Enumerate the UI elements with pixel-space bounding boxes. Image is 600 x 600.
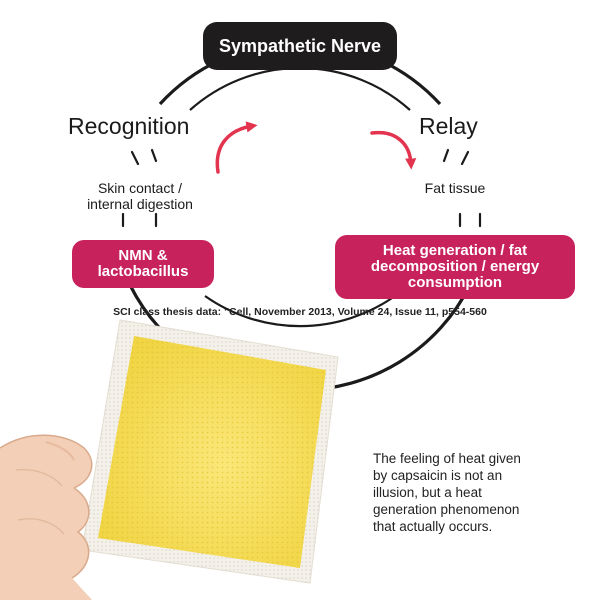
nmn-lactobacillus-node: NMN & lactobacillus [72, 240, 214, 288]
right-ticks [442, 148, 482, 228]
note-line: that actually occurs. [373, 519, 493, 534]
yellow-patch-image [81, 319, 339, 584]
note-line: The feeling of heat given [373, 451, 521, 466]
left-caption: Skin contact / internal digestion [65, 180, 215, 212]
left-ticks [121, 148, 158, 228]
sympathetic-nerve-node: Sympathetic Nerve [203, 22, 397, 70]
note-line: illusion, but a heat [373, 485, 482, 500]
hand-image [0, 434, 93, 600]
recognition-heading: Recognition [68, 113, 190, 139]
left-caption-line: Skin contact / [97, 180, 183, 196]
node-line: consumption [407, 274, 503, 291]
curved-arrow-icon [215, 121, 258, 174]
node-line: decomposition / energy [370, 258, 540, 275]
relay-heading: Relay [419, 113, 478, 139]
left-caption-line: internal digestion [87, 196, 193, 212]
heat-generation-node: Heat generation / fat decomposition / en… [335, 235, 575, 299]
citation-text: SCI class thesis data: "Cell, November 2… [113, 306, 487, 318]
node-line: lactobacillus [97, 263, 189, 280]
fat-tissue-caption: Fat tissue [424, 180, 486, 196]
note-line: generation phenomenon [373, 502, 520, 517]
node-line: Heat generation / fat [382, 242, 528, 259]
explanation-note: The feeling of heat given by capsaicin i… [373, 450, 573, 535]
note-line: by capsaicin is not an [373, 468, 503, 483]
node-line: NMN & [118, 247, 168, 264]
curved-arrow-icon [370, 130, 417, 170]
